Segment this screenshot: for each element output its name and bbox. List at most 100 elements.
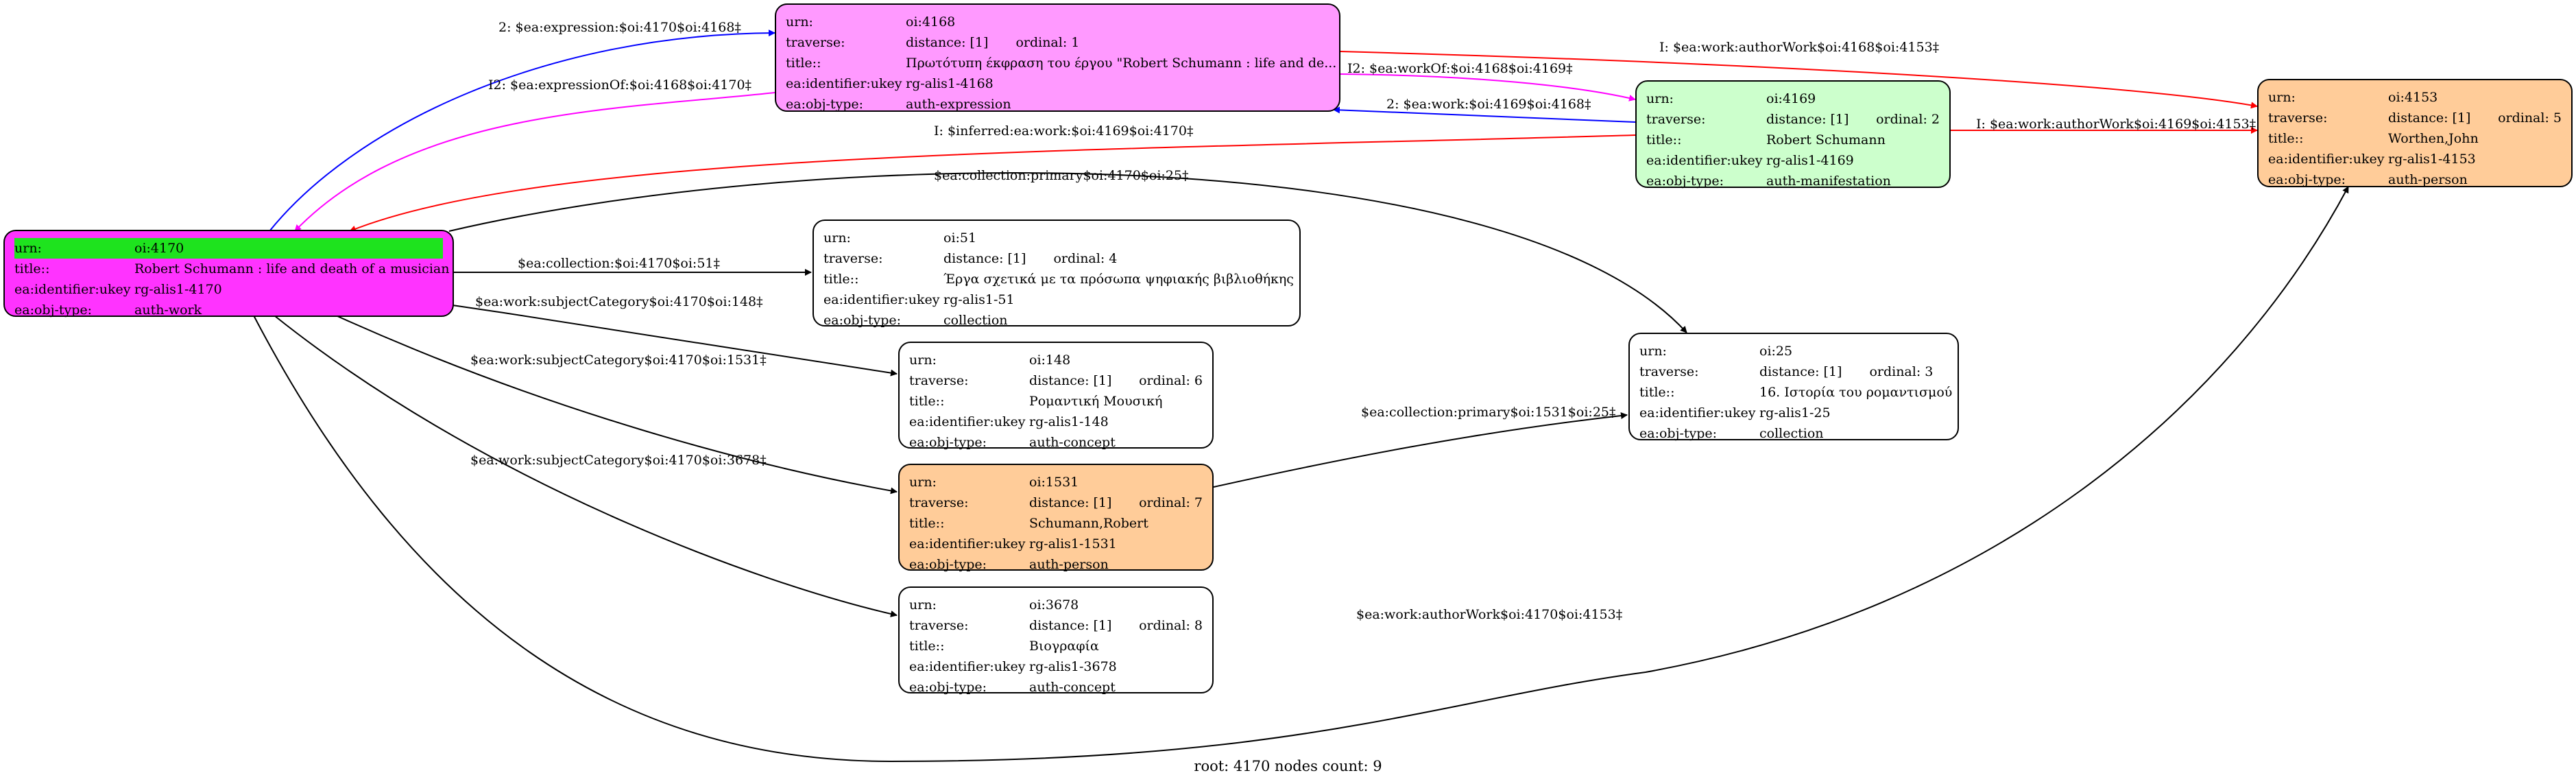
urn-value: oi:25 bbox=[1759, 344, 1793, 359]
traverse-key: traverse: bbox=[909, 618, 969, 633]
type-value: auth-concept bbox=[1029, 680, 1116, 695]
graph-footer: root: 4170 nodes count: 9 bbox=[1194, 758, 1382, 774]
ukey-key: ea:identifier:ukey bbox=[909, 536, 1026, 551]
title-value: Schumann,Robert bbox=[1029, 516, 1148, 531]
edge-label-author-4168: I: $ea:work:authorWork$oi:4168$oi:4153‡ bbox=[1659, 40, 1939, 55]
ukey-value: rg-alis1-3678 bbox=[1029, 659, 1117, 674]
title-value: 16. Ιστορία του ρομαντισμού bbox=[1759, 385, 1953, 400]
distance-value: distance: [1] bbox=[1766, 112, 1849, 127]
urn-value: oi:1531 bbox=[1029, 475, 1079, 490]
edge-label-subject-1531: $ea:work:subjectCategory$oi:4170$oi:1531… bbox=[470, 353, 767, 368]
ukey-value: rg-alis1-148 bbox=[1029, 414, 1109, 429]
node-oi-4153[interactable]: urn:oi:4153 traverse:distance: [1]ordina… bbox=[2257, 79, 2573, 187]
ukey-key: ea:identifier:ukey bbox=[786, 76, 902, 91]
title-key: title:: bbox=[2268, 131, 2304, 146]
title-key: title:: bbox=[1639, 385, 1675, 400]
distance-value: distance: [1] bbox=[1759, 364, 1842, 379]
title-value: Robert Schumann : life and death of a mu… bbox=[134, 261, 450, 276]
urn-key: urn: bbox=[909, 353, 937, 368]
distance-value: distance: [1] bbox=[943, 251, 1026, 266]
traverse-key: traverse: bbox=[1639, 364, 1699, 379]
title-value: Πρωτότυπη έκφραση του έργου "Robert Schu… bbox=[906, 56, 1337, 71]
distance-value: distance: [1] bbox=[1029, 495, 1112, 510]
node-oi-148[interactable]: urn:oi:148 traverse:distance: [1]ordinal… bbox=[898, 342, 1214, 450]
distance-value: distance: [1] bbox=[906, 35, 989, 50]
node-oi-51[interactable]: urn:oi:51 traverse:distance: [1]ordinal:… bbox=[812, 219, 1301, 328]
edge-subject-1531 bbox=[335, 315, 898, 495]
node-oi-4169[interactable]: urn:oi:4169 traverse:distance: [1]ordina… bbox=[1635, 80, 1951, 189]
edge-label-expression: 2: $ea:expression:$oi:4170$oi:4168‡ bbox=[498, 20, 741, 35]
ukey-key: ea:identifier:ukey bbox=[909, 659, 1026, 674]
distance-value: distance: [1] bbox=[2388, 110, 2471, 126]
ukey-value: rg-alis1-4170 bbox=[134, 282, 222, 297]
type-key: ea:obj-type: bbox=[909, 435, 987, 450]
edge-label-inferred: I: $inferred:ea:work:$oi:4169$oi:4170‡ bbox=[934, 123, 1194, 139]
type-value: auth-person bbox=[2388, 172, 2468, 187]
traverse-key: traverse: bbox=[909, 373, 969, 388]
edge-expression-of bbox=[294, 92, 775, 232]
node-oi-1531[interactable]: urn:oi:1531 traverse:distance: [1]ordina… bbox=[898, 464, 1214, 572]
type-key: ea:obj-type: bbox=[909, 680, 987, 695]
edge-label-subject-3678: $ea:work:subjectCategory$oi:4170$oi:3678… bbox=[470, 453, 767, 468]
traverse-key: traverse: bbox=[1646, 112, 1706, 127]
edge-label-author-4169: I: $ea:work:authorWork$oi:4169$oi:4153‡ bbox=[1976, 117, 2256, 132]
type-key: ea:obj-type: bbox=[786, 97, 864, 112]
urn-value: oi:51 bbox=[943, 230, 977, 246]
ukey-key: ea:identifier:ukey bbox=[1646, 153, 1763, 168]
node-oi-4170[interactable]: urn:oi:4170 title::Robert Schumann : lif… bbox=[3, 230, 454, 318]
type-value: collection bbox=[943, 313, 1008, 328]
edge-label-subject-148: $ea:work:subjectCategory$oi:4170$oi:148‡ bbox=[475, 294, 763, 309]
urn-key: urn: bbox=[823, 230, 851, 246]
title-key: title:: bbox=[786, 56, 821, 71]
title-key: title:: bbox=[909, 516, 945, 531]
urn-key: urn: bbox=[909, 475, 937, 490]
title-key: title:: bbox=[1646, 132, 1682, 147]
urn-key: urn: bbox=[1639, 344, 1667, 359]
title-value: Ρομαντική Μουσική bbox=[1029, 394, 1163, 409]
urn-key: urn: bbox=[909, 597, 937, 613]
ordinal-value: ordinal: 8 bbox=[1139, 618, 1203, 633]
node-oi-3678[interactable]: urn: oi:3678 traverse: distance: [1] ordina… bbox=[898, 586, 1214, 695]
ordinal-value: ordinal: 2 bbox=[1876, 112, 1940, 127]
edge-work-of bbox=[1340, 73, 1636, 102]
ukey-key: ea:identifier:ukey bbox=[2268, 152, 2385, 167]
edge-author-4170 bbox=[253, 186, 2349, 763]
ordinal-value: ordinal: 7 bbox=[1139, 495, 1203, 510]
type-value: auth-concept bbox=[1029, 435, 1116, 450]
edge-label-collection-primary-1531: $ea:collection:primary$oi:1531$oi:25‡ bbox=[1361, 405, 1616, 420]
edge-inferred bbox=[349, 134, 1636, 233]
title-value: Βιογραφία bbox=[1029, 639, 1099, 654]
type-key: ea:obj-type: bbox=[14, 302, 93, 318]
edge-author-4168 bbox=[1340, 51, 2258, 109]
title-value: Έργα σχετικά με τα πρόσωπα ψηφιακής βιβλ… bbox=[943, 272, 1294, 287]
edge-collection-primary-25 bbox=[448, 172, 1687, 333]
ukey-value: rg-alis1-51 bbox=[943, 292, 1015, 307]
edge-expression bbox=[269, 29, 775, 232]
type-key: ea:obj-type: bbox=[2268, 172, 2346, 187]
urn-value: oi:4168 bbox=[906, 14, 956, 29]
title-key: title:: bbox=[909, 394, 945, 409]
distance-value: distance: [1] bbox=[1029, 618, 1112, 633]
type-value: auth-manifestation bbox=[1766, 174, 1891, 189]
node-oi-4168[interactable]: urn:oi:4168 traverse:distance: [1]ordina… bbox=[775, 3, 1340, 112]
ukey-value: rg-alis1-4153 bbox=[2388, 152, 2476, 167]
title-value: Worthen,John bbox=[2388, 131, 2479, 146]
root-urn-row: urn:oi:4170 bbox=[14, 238, 443, 259]
title-key: title:: bbox=[823, 272, 859, 287]
urn-key: urn: bbox=[786, 14, 813, 29]
type-value: auth-person bbox=[1029, 557, 1109, 572]
ukey-value: rg-alis1-1531 bbox=[1029, 536, 1117, 551]
ordinal-value: ordinal: 5 bbox=[2498, 110, 2562, 126]
edge-label-collection-51: $ea:collection:$oi:4170$oi:51‡ bbox=[518, 256, 720, 271]
title-key: title:: bbox=[14, 261, 50, 276]
node-oi-25[interactable]: urn:oi:25 traverse:distance: [1]ordinal:… bbox=[1628, 333, 1959, 441]
edge-subject-148 bbox=[452, 305, 898, 377]
urn-key: urn: bbox=[2268, 90, 2296, 105]
urn-value: oi:3678 bbox=[1029, 597, 1079, 613]
type-key: ea:obj-type: bbox=[1646, 174, 1724, 189]
ukey-value: rg-alis1-4168 bbox=[906, 76, 994, 91]
urn-value: oi:4170 bbox=[134, 241, 184, 256]
type-value: auth-expression bbox=[906, 97, 1011, 112]
ukey-key: ea:identifier:ukey bbox=[14, 282, 131, 297]
